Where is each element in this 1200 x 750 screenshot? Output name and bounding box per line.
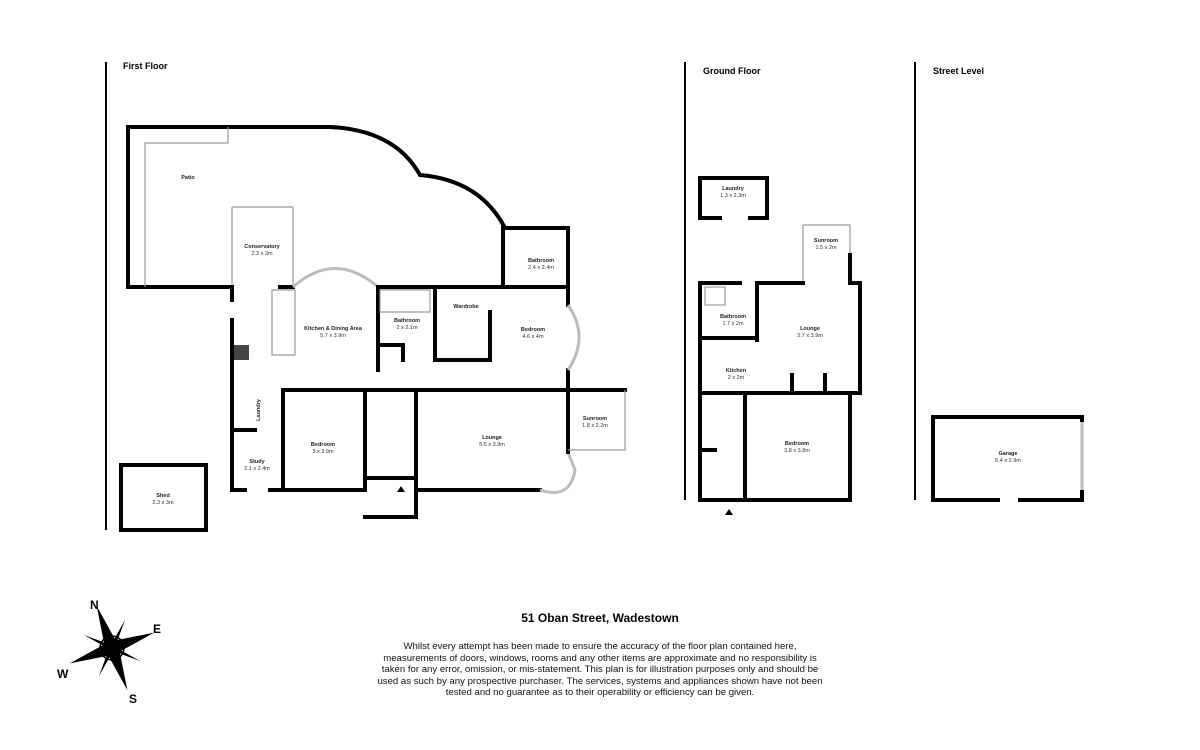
room-size-conservatory: 2.3 x 3m <box>251 251 273 257</box>
gf-room-size-sunroom: 1.5 x 2m <box>815 245 837 251</box>
room-label-bedroom-1: Bedroom <box>521 327 545 333</box>
section-title-first-floor: First Floor <box>123 61 168 71</box>
room-size-bedroom-2: 3 x 3.9m <box>312 449 334 455</box>
gf-room-label-kitchen: Kitchen <box>726 368 747 374</box>
first-floor-plan <box>119 125 627 532</box>
gf-room-size-bedroom: 3.8 x 3.8m <box>784 448 810 454</box>
room-size-study: 2.1 x 2.4m <box>244 466 270 472</box>
room-size-lounge: 5.5 x 3.9m <box>479 442 505 448</box>
compass-w: W <box>57 667 69 681</box>
room-label-shed: Shed <box>156 493 169 499</box>
disclaimer-line: taken for any error, omission, or mis-st… <box>381 664 819 676</box>
gf-room-label-bathroom: Bathroom <box>720 314 746 320</box>
gf-room-label-sunroom: Sunroom <box>814 238 838 244</box>
compass-rose-icon <box>69 605 155 691</box>
room-size-bathroom-1: 2 x 2.1m <box>396 325 418 331</box>
property-address: 51 Oban Street, Wadestown <box>521 611 679 625</box>
room-label-bathroom-2: Bathroom <box>528 258 554 264</box>
room-label-conservatory: Conservatory <box>244 244 280 250</box>
room-label-bedroom-2: Bedroom <box>311 442 335 448</box>
compass-n: N <box>90 598 99 612</box>
room-label-sunroom: Sunroom <box>583 416 607 422</box>
room-size-garage: 5.4 x 2.9m <box>995 458 1021 464</box>
room-size-bedroom-1: 4.6 x 4m <box>522 334 544 340</box>
street-level-plan <box>931 415 1084 502</box>
ground-floor-plan <box>698 176 862 515</box>
room-label-garage: Garage <box>999 451 1018 457</box>
room-label-patio: Patio <box>181 175 195 181</box>
compass-s: S <box>129 692 137 706</box>
room-label-kitchen: Kitchen & Dining Area <box>304 326 363 332</box>
compass-e: E <box>153 622 161 636</box>
room-label-lounge: Lounge <box>482 435 502 441</box>
room-label-bathroom-1: Bathroom <box>394 318 420 324</box>
room-label-study: Study <box>249 459 265 465</box>
room-size-sunroom: 1.8 x 2.2m <box>582 423 608 429</box>
gf-room-label-laundry: Laundry <box>722 186 745 192</box>
gf-room-size-lounge: 3.7 x 3.9m <box>797 333 823 339</box>
disclaimer-line: tested and no guarantee as to their oper… <box>445 687 755 699</box>
room-size-bathroom-2: 2.4 x 2.4m <box>528 265 554 271</box>
section-title-ground-floor: Ground Floor <box>703 66 761 76</box>
room-size-shed: 2.3 x 3m <box>152 500 174 506</box>
room-label-wardrobe: Wardrobe <box>453 304 478 310</box>
gf-room-label-lounge: Lounge <box>800 326 820 332</box>
room-label-laundry: Laundry <box>256 398 262 421</box>
room-size-kitchen: 5.7 x 3.9m <box>320 333 346 339</box>
gf-room-label-bedroom: Bedroom <box>785 441 809 447</box>
disclaimer-line: Whilst every attempt has been made to en… <box>403 641 797 652</box>
section-title-street-level: Street Level <box>933 66 984 76</box>
disclaimer-line: measurements of doors, windows, rooms an… <box>383 652 817 664</box>
gf-room-size-kitchen: 2 x 2m <box>728 375 745 381</box>
gf-room-size-laundry: 1.3 x 2.3m <box>720 193 746 199</box>
disclaimer-line: used as such by any prospective purchase… <box>377 675 823 687</box>
disclaimer: Whilst every attempt has been made to en… <box>370 641 830 699</box>
gf-room-size-bathroom: 1.7 x 2m <box>722 321 744 327</box>
